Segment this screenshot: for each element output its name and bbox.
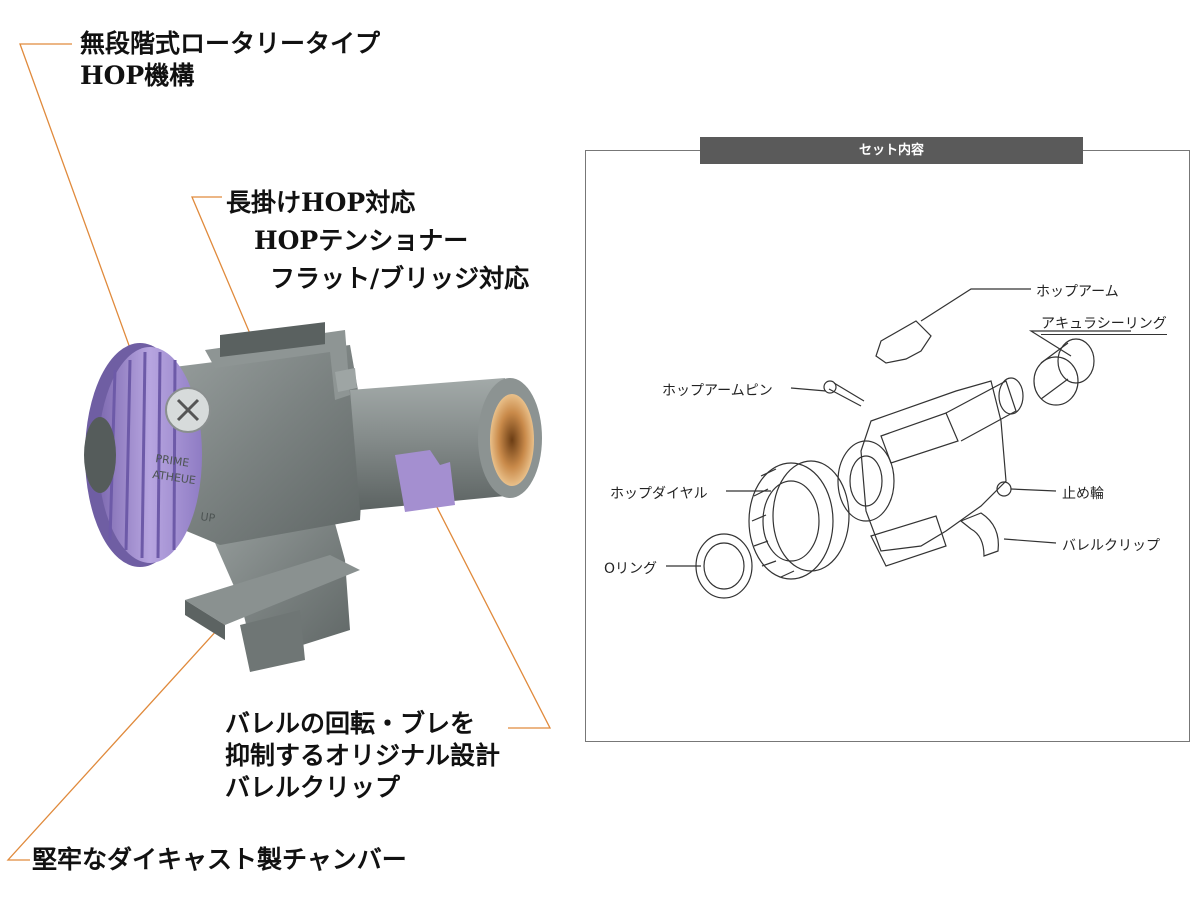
callout-long-hop-line3: フラット/ブリッジ対応 [270,264,530,293]
part-hop-arm-pin [828,382,865,407]
callout-barrel-clip-line2: 抑制するオリジナル設計 [225,741,501,770]
part-chamber-base [870,515,947,567]
callout-barrel-clip: バレルの回転・ブレを 抑制するオリジナル設計 バレルクリップ [225,708,500,804]
part-hop-arm [875,320,932,364]
part-chamber-top-frame [880,412,959,464]
hop-chamber-photo: PRIME ATHEUE UP [84,322,542,672]
label-barrel-clip: バレルクリップ [1062,538,1160,554]
chamber-side-pin [335,368,357,392]
exploded-parts-diagram [666,288,1131,599]
label-hop-arm: ホップアーム [1036,284,1119,300]
body-marking-line3: UP [200,510,217,525]
barrel-bore [490,394,534,486]
part-chamber-housing [860,380,1007,552]
callout-chamber: 堅牢なダイキャスト製チャンバー [32,844,407,876]
set-contents-title: セット内容 [700,137,1083,164]
callout-long-hop-line2: HOPテンショナー [254,226,469,255]
chamber-top-window [220,322,325,357]
leader-chamber [6,617,229,861]
body-marking-line2: ATHEUE [152,468,197,487]
part-hop-dial-inner [762,480,820,562]
label-hop-arm-pin: ホップアームピン [662,383,773,399]
part-hop-arm-pin-head [823,380,837,394]
part-chamber-barrel [945,380,1017,442]
callout-long-hop: 長掛けHOP対応 HOPテンショナー フラット/ブリッジ対応 [226,184,529,298]
callout-rotary-hop: 無段階式ロータリータイプ HOP機構 [80,28,380,92]
callout-long-hop-line1: 長掛けHOP対応 [226,188,416,217]
pointer-hop-arm [920,288,1031,322]
callout-rotary-hop-line1: 無段階式ロータリータイプ [80,29,381,58]
part-barrel-clip [959,512,999,557]
barrel-clip-insert [395,450,455,512]
chamber-base-flange [185,555,360,625]
pointer-hop-arm-pin [790,387,827,392]
hop-dial-inner [84,417,116,493]
leader-rotary-hop [19,43,136,363]
label-o-ring: Oリング [604,561,658,577]
chamber-base-flange-side [185,600,225,640]
hop-screw-cross [176,398,200,422]
part-o-ring-inner [703,542,745,590]
label-accuracy-seal-ring: アキュラシーリング [1041,313,1167,335]
callout-barrel-clip-line1: バレルの回転・ブレを [225,709,476,738]
callout-rotary-hop-line2: HOP機構 [80,61,195,90]
label-hop-dial: ホップダイヤル [610,486,708,502]
part-chamber-front-bore [837,440,895,522]
pointer-barrel-clip [1003,538,1057,544]
leader-barrel-clip [421,477,552,729]
pointer-stop-ring [1010,488,1057,492]
part-chamber-barrel-end [998,377,1024,415]
body-marking-line1: PRIME [155,452,190,470]
hop-dial-ridges [108,351,177,559]
callout-chamber-line1: 堅牢なダイキャスト製チャンバー [32,845,407,874]
part-chamber-front-bore-inner [849,455,883,507]
callout-barrel-clip-line3: バレルクリップ [225,773,401,802]
barrel-housing [350,378,515,510]
part-accuracy-seal-ring-front [1033,356,1079,406]
part-hop-dial-back [772,460,850,572]
part-o-ring-outer [695,533,753,599]
part-hop-dial-teeth [751,468,795,578]
chamber-nozzle [240,610,305,672]
part-accuracy-seal-ring-back [1057,338,1095,384]
part-hop-dial-outer [748,462,834,580]
part-stop-ring [996,481,1012,497]
label-stop-ring: 止め輪 [1062,486,1104,502]
leader-long-hop [191,196,263,363]
pointer-accuracy-seal-ring [1028,330,1131,357]
part-accuracy-seal-ring-body [1040,342,1069,400]
set-contents-panel: セット内容 [585,137,1190,742]
